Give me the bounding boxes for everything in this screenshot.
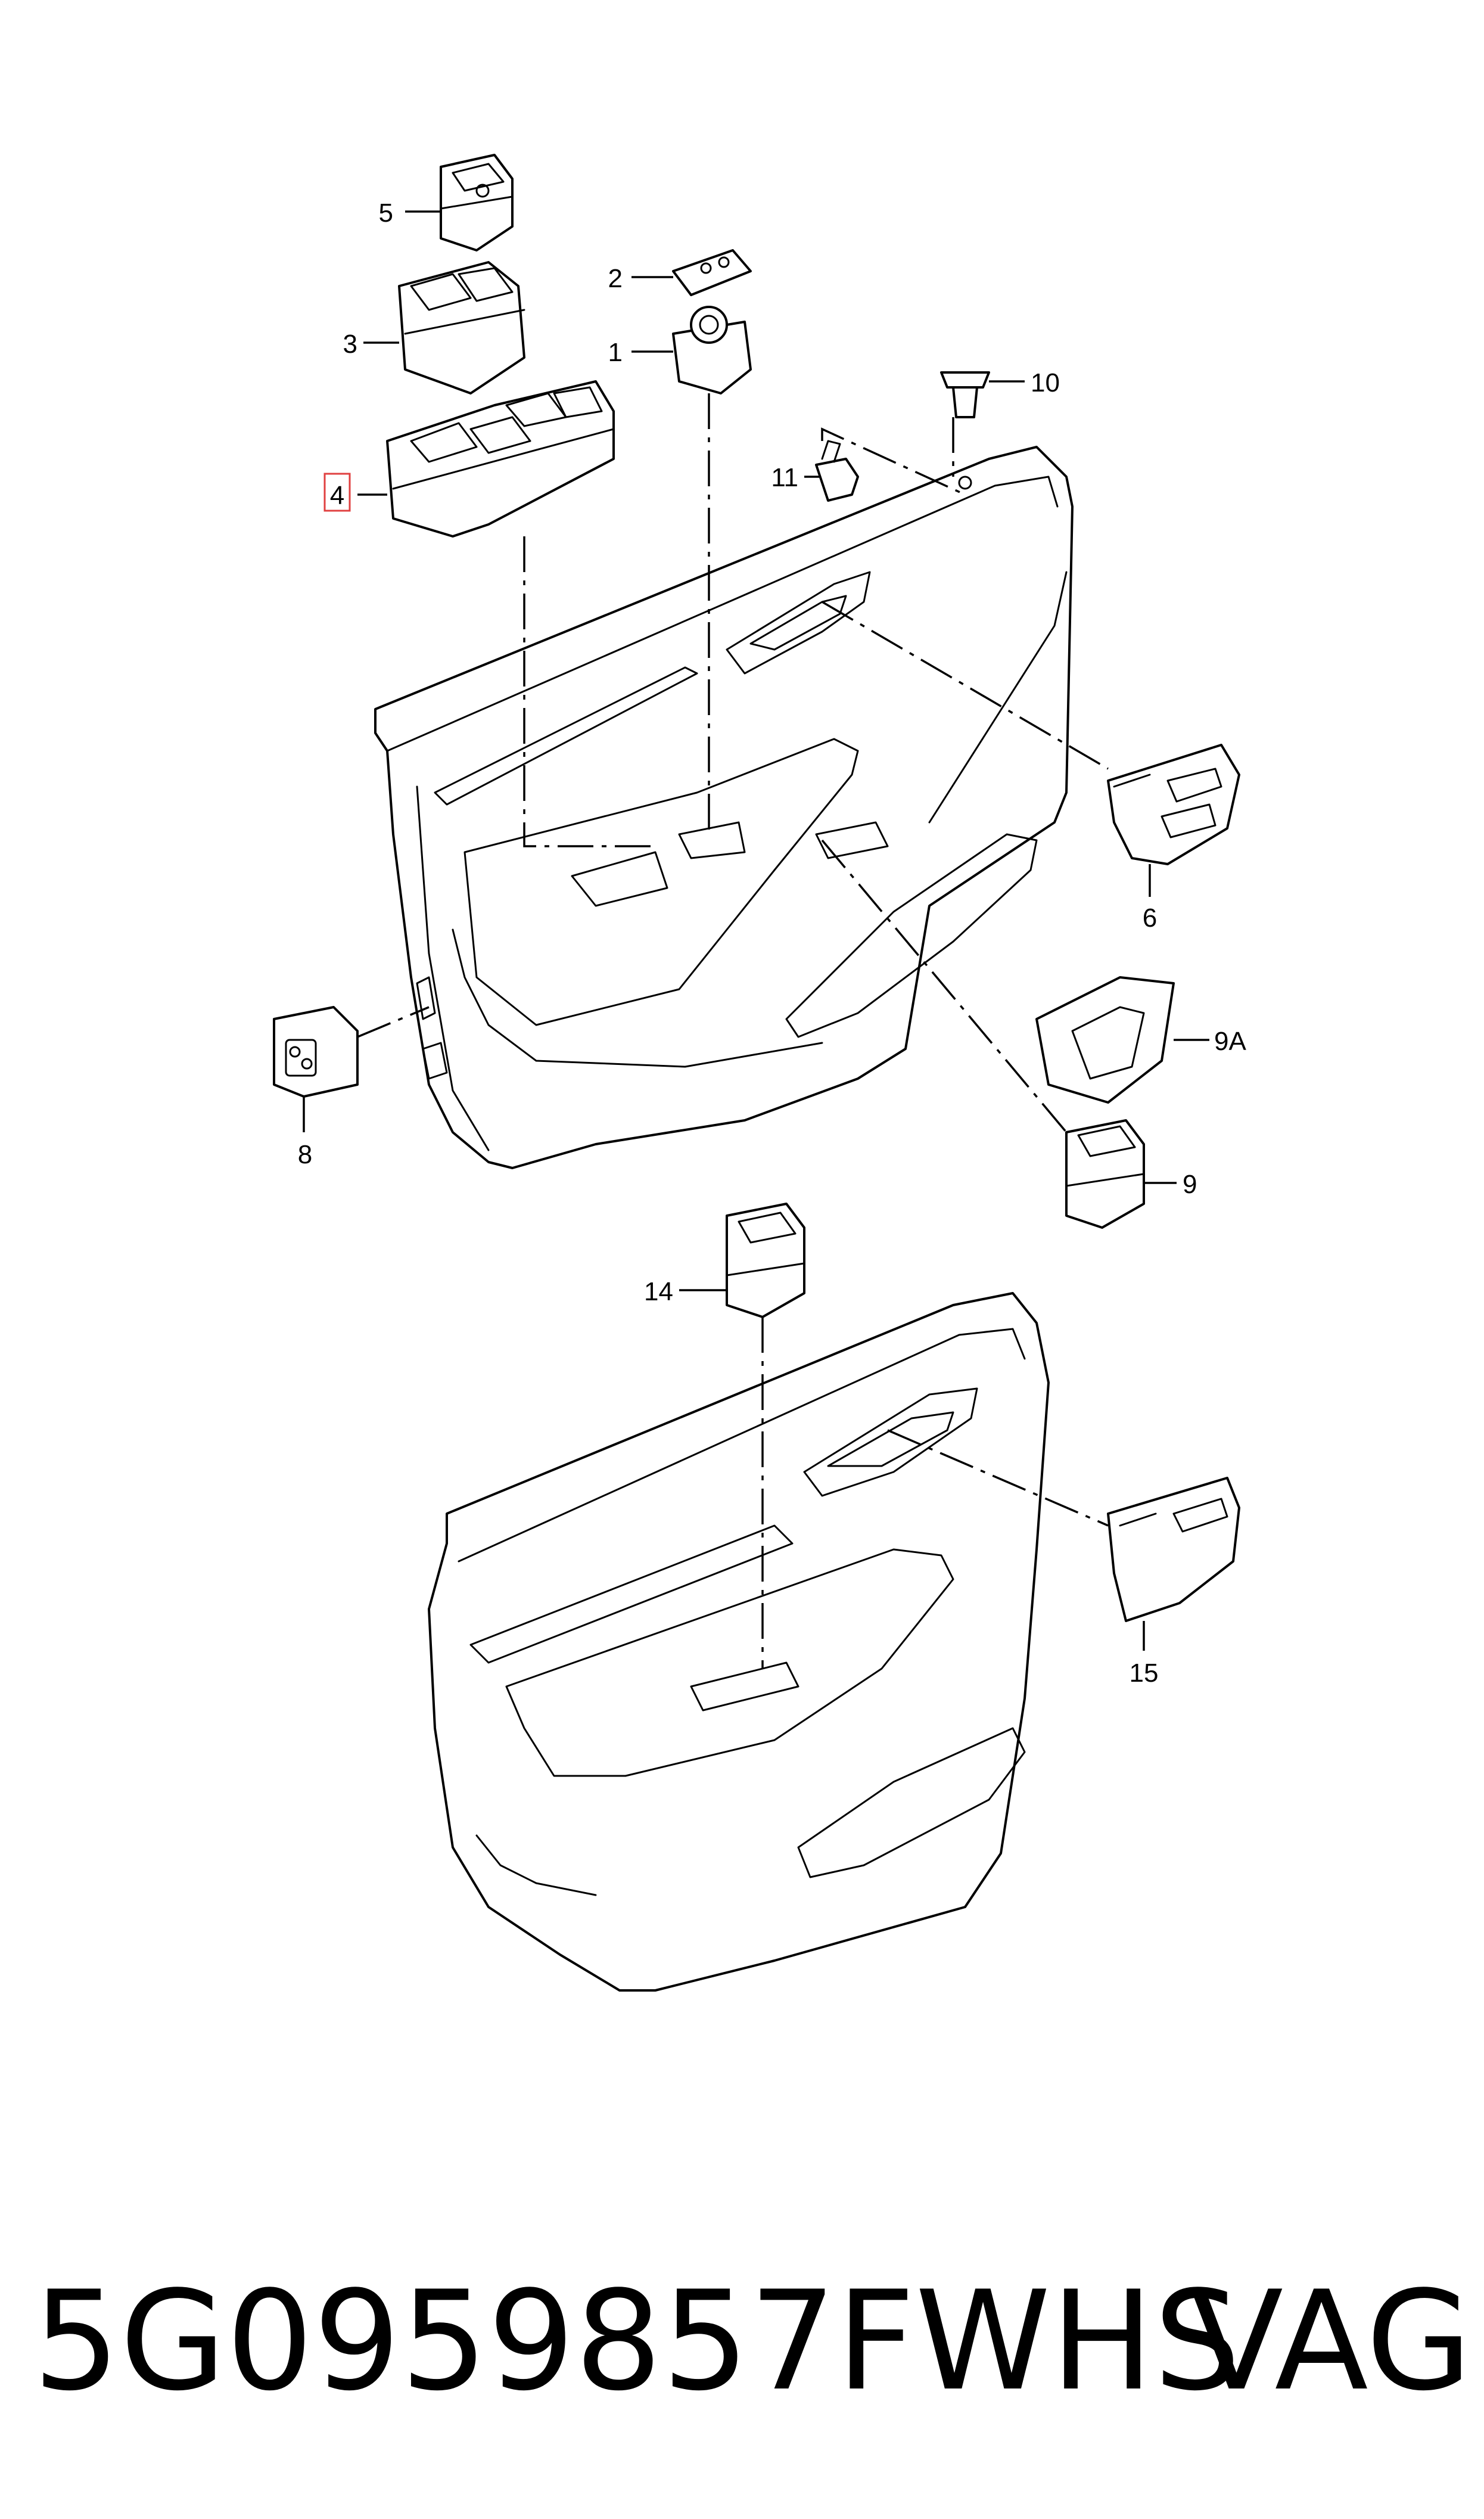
callout-1: 1 xyxy=(608,338,623,367)
part-2-seal xyxy=(672,249,752,296)
part-3-switch xyxy=(398,261,525,395)
callout-4: 4 xyxy=(330,481,344,510)
callout-9: 9 xyxy=(1183,1170,1197,1199)
part-9a-bezel xyxy=(1035,976,1175,1104)
front-door-panel xyxy=(374,446,1074,1169)
part-10-clip xyxy=(940,371,990,418)
callout-11: 11 xyxy=(771,463,798,492)
part-9-switch xyxy=(1065,1119,1145,1229)
part-11-clip xyxy=(815,440,859,502)
callouts: 5 2 3 1 10 11 4 6 9A 9 8 14 15 xyxy=(298,198,1247,1688)
callout-3: 3 xyxy=(343,330,357,359)
rear-door-panel xyxy=(428,1292,1050,1992)
callout-9a: 9A xyxy=(1214,1027,1246,1056)
part-8-switch xyxy=(273,1006,359,1098)
callout-8: 8 xyxy=(298,1140,312,1169)
leader-lines xyxy=(303,210,1209,1651)
callout-10: 10 xyxy=(1031,368,1060,397)
part-4-switch-panel xyxy=(386,380,615,538)
part-15-switch xyxy=(1107,1477,1240,1622)
callout-4-highlight-box xyxy=(323,473,351,512)
callout-15: 15 xyxy=(1130,1658,1159,1688)
callout-14: 14 xyxy=(644,1277,673,1306)
part-14-switch xyxy=(726,1203,805,1318)
part-1-mirror-switch xyxy=(672,306,752,395)
part-5-switch xyxy=(440,154,514,251)
callout-2: 2 xyxy=(608,264,623,293)
part-6-switch xyxy=(1107,744,1240,865)
callout-5: 5 xyxy=(379,198,393,228)
brand-label: VAG xyxy=(1189,2262,1472,2421)
assembly-lines xyxy=(357,393,1109,1669)
callout-6: 6 xyxy=(1143,903,1157,933)
part-number-label: 5G0959857FWHS xyxy=(33,2262,1241,2421)
